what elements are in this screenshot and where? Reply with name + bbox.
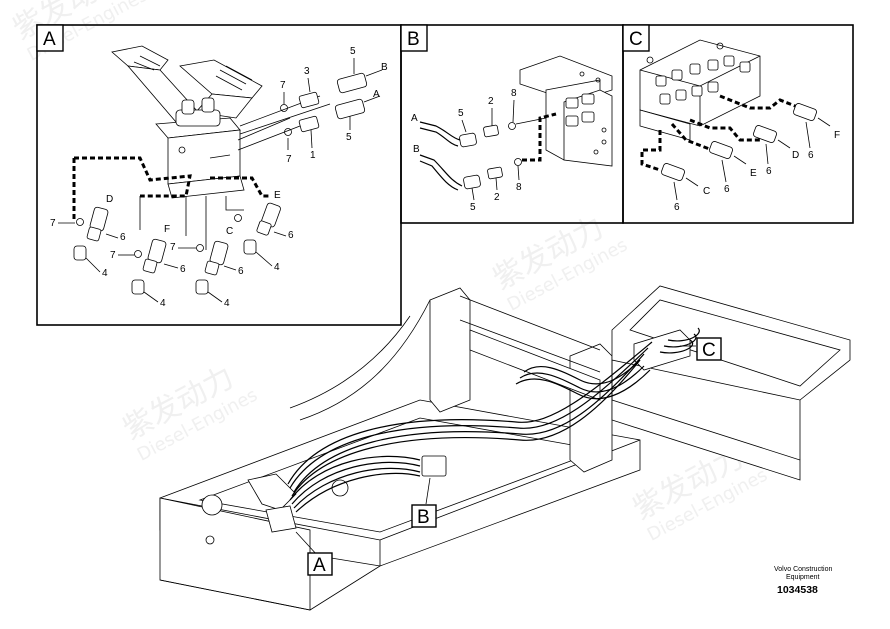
label-8: 8 xyxy=(511,88,517,99)
label-5: 5 xyxy=(470,202,476,213)
label-4: 4 xyxy=(274,262,280,273)
label-6: 6 xyxy=(180,264,186,275)
label-8: 8 xyxy=(516,182,522,193)
label-5: 5 xyxy=(350,46,356,57)
company-sub: Equipment xyxy=(786,574,820,581)
label-2: 2 xyxy=(494,192,500,203)
label-a: A xyxy=(373,89,380,100)
label-a: A xyxy=(411,113,418,124)
label-5: 5 xyxy=(346,132,352,143)
detail-b-drawing: A 5 2 8 B 5 2 8 xyxy=(411,55,613,213)
svg-text:C: C xyxy=(629,29,643,50)
label-e: E xyxy=(750,168,757,179)
company-name: Volvo Construction xyxy=(774,566,832,573)
label-7: 7 xyxy=(50,218,56,229)
fitting-group-lower xyxy=(73,202,281,295)
label-d: D xyxy=(792,150,799,161)
fitting-group-upper xyxy=(280,69,383,136)
label-f: F xyxy=(164,224,170,235)
label-6: 6 xyxy=(674,202,680,213)
hose-bundle xyxy=(287,327,700,513)
label-6: 6 xyxy=(238,266,244,277)
label-4: 4 xyxy=(102,268,108,279)
label-6: 6 xyxy=(288,230,294,241)
label-6: 6 xyxy=(808,150,814,161)
callout-b: B xyxy=(411,504,437,528)
label-b: B xyxy=(413,144,420,155)
label-6: 6 xyxy=(724,184,730,195)
label-c: C xyxy=(703,186,710,197)
detail-b-tag: B xyxy=(400,24,428,52)
svg-text:B: B xyxy=(407,29,420,50)
label-f: F xyxy=(834,130,840,141)
label-6: 6 xyxy=(766,166,772,177)
detail-c-frame xyxy=(622,24,854,224)
label-4: 4 xyxy=(160,298,166,309)
label-7: 7 xyxy=(286,154,292,165)
part-number: 1034538 xyxy=(777,584,818,596)
callout-c: C xyxy=(696,337,722,361)
label-7: 7 xyxy=(110,250,116,261)
label-c: C xyxy=(226,226,233,237)
detail-c-drawing: F D 6 E 6 6 C 6 xyxy=(639,39,840,213)
label-d: D xyxy=(106,194,113,205)
label-2: 2 xyxy=(488,96,494,107)
label-3: 3 xyxy=(304,66,310,77)
label-5: 5 xyxy=(458,108,464,119)
callout-a: A xyxy=(307,552,333,576)
svg-text:A: A xyxy=(43,29,56,50)
svg-text:C: C xyxy=(702,340,716,361)
valve-block-illustration xyxy=(519,55,613,167)
label-4: 4 xyxy=(224,298,230,309)
detail-c-tag: C xyxy=(622,24,650,52)
label-7: 7 xyxy=(280,80,286,91)
label-6: 6 xyxy=(120,232,126,243)
label-b: B xyxy=(381,62,388,73)
label-1: 1 xyxy=(310,150,316,161)
label-7: 7 xyxy=(170,242,176,253)
detail-a-tag: A xyxy=(36,24,64,52)
svg-text:B: B xyxy=(417,507,430,528)
pedal-valve-illustration xyxy=(111,45,263,199)
label-e: E xyxy=(274,190,281,201)
svg-text:A: A xyxy=(313,555,326,576)
main-frame-illustration xyxy=(159,285,851,611)
detail-a-drawing: 5 B 7 3 A 5 7 1 xyxy=(50,45,388,309)
